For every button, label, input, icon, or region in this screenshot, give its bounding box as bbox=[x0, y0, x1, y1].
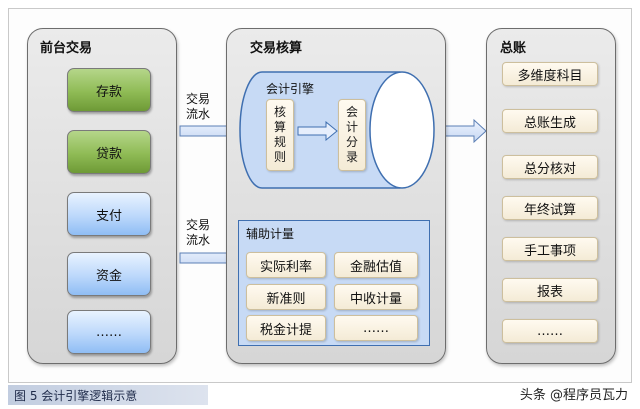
payment-label: 支付 bbox=[95, 208, 122, 224]
ledger-item-label: 手工事项 bbox=[523, 243, 576, 259]
aux-item-new-standard: 新准则 bbox=[246, 284, 326, 310]
rules-char-4: 则 bbox=[273, 150, 286, 164]
entries-char-4: 录 bbox=[345, 150, 358, 164]
upper-flow-line1: 交易 bbox=[186, 92, 211, 106]
deposit-box: 存款 bbox=[67, 68, 151, 112]
aux-item-fee-income: 中收计量 bbox=[334, 284, 418, 310]
figure-caption: 图 5 会计引擎逻辑示意 bbox=[14, 389, 138, 403]
ledger-title: 总账 bbox=[500, 41, 527, 56]
aux-item-effective-rate: 实际利率 bbox=[246, 252, 326, 278]
ledger-item-more: …… bbox=[502, 319, 598, 343]
lower-flow-line2: 流水 bbox=[186, 233, 211, 247]
ledger-item-reconciliation: 总分核对 bbox=[502, 155, 598, 179]
accounting-rules-box: 核 算 规 则 bbox=[266, 99, 294, 171]
ledger-item-ledger-generation: 总账生成 bbox=[502, 109, 598, 133]
ledger-item-label: …… bbox=[537, 323, 563, 339]
rules-char-2: 算 bbox=[273, 120, 286, 134]
rules-char-1: 核 bbox=[273, 105, 286, 119]
aux-item-tax-accrual: 税金计提 bbox=[246, 315, 326, 341]
loan-box: 贷款 bbox=[67, 130, 151, 174]
upper-flow-label: 交易 流水 bbox=[186, 92, 210, 122]
lower-flow-label: 交易 流水 bbox=[186, 218, 210, 248]
aux-item-label: 新准则 bbox=[266, 291, 306, 307]
lower-flow-line1: 交易 bbox=[186, 218, 211, 232]
aux-item-label: 实际利率 bbox=[259, 259, 312, 275]
ledger-item-label: 总账生成 bbox=[523, 115, 576, 131]
engine-title: 会计引擎 bbox=[266, 82, 315, 96]
front-more-box: …… bbox=[67, 310, 151, 354]
ledger-item-manual-entries: 手工事项 bbox=[502, 237, 598, 261]
aux-item-label: 税金计提 bbox=[259, 322, 312, 338]
payment-box: 支付 bbox=[67, 192, 151, 236]
ledger-item-reports: 报表 bbox=[502, 278, 598, 302]
ledger-item-year-end-trial: 年终试算 bbox=[502, 196, 598, 220]
front-more-label: …… bbox=[96, 324, 122, 340]
ledger-item-label: 总分核对 bbox=[523, 161, 576, 177]
aux-item-label: 金融估值 bbox=[349, 259, 402, 275]
ledger-item-multi-dim-account: 多维度科目 bbox=[502, 62, 598, 86]
loan-label: 贷款 bbox=[95, 146, 122, 162]
ledger-item-label: 多维度科目 bbox=[517, 68, 583, 84]
accounting-title: 交易核算 bbox=[250, 41, 303, 56]
aux-measurement-title: 辅助计量 bbox=[246, 227, 295, 241]
engine-cylinder-end bbox=[369, 71, 435, 189]
rules-to-entries-arrow bbox=[297, 121, 338, 141]
front-office-title: 前台交易 bbox=[40, 41, 93, 56]
treasury-box: 资金 bbox=[67, 252, 151, 296]
aux-item-label: …… bbox=[363, 320, 389, 336]
entries-char-3: 分 bbox=[345, 135, 358, 149]
aux-item-label: 中收计量 bbox=[349, 291, 402, 307]
watermark: 头条 @程序员瓦力 bbox=[519, 388, 628, 403]
entries-char-2: 计 bbox=[345, 120, 358, 134]
treasury-label: 资金 bbox=[95, 268, 122, 284]
upper-flow-line2: 流水 bbox=[186, 107, 211, 121]
ledger-item-label: 报表 bbox=[536, 284, 563, 300]
deposit-label: 存款 bbox=[95, 84, 122, 100]
ledger-item-label: 年终试算 bbox=[523, 202, 576, 218]
rules-char-3: 规 bbox=[273, 135, 286, 149]
entries-char-1: 会 bbox=[345, 105, 358, 119]
aux-item-financial-valuation: 金融估值 bbox=[334, 252, 418, 278]
caption-bar bbox=[8, 385, 208, 405]
aux-item-more: …… bbox=[334, 315, 418, 341]
accounting-entries-box: 会 计 分 录 bbox=[338, 99, 366, 171]
